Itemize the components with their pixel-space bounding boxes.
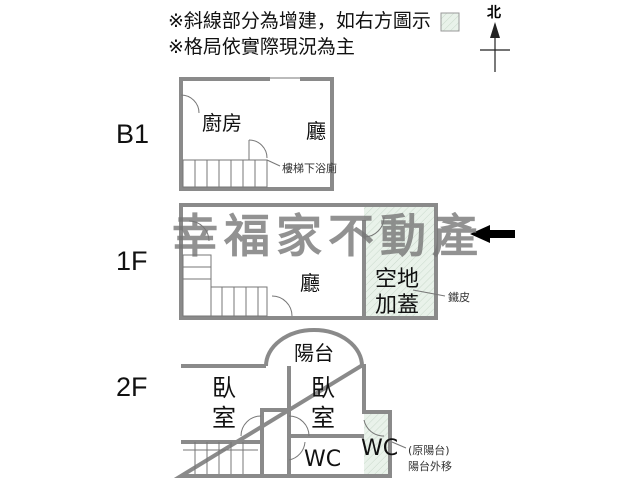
floor-label-1f: 1F (116, 246, 148, 276)
addition-area-1f (364, 205, 436, 318)
room-hall-b1: 廳 (306, 119, 326, 143)
room-wc-1: WC (304, 447, 341, 472)
addition-area-2f (364, 412, 392, 476)
plan-b1: 廚房 廳 樓梯下浴廁 (179, 77, 337, 191)
room-bedroom-1-line1: 臥 (212, 374, 236, 402)
watermark: 幸福家不動產 (172, 209, 484, 263)
room-balcony: 陽台 (294, 341, 334, 365)
note-addition: ※斜線部分為增建，如右方圖示 (168, 10, 431, 32)
note-iron-sheet: 鐵皮 (448, 290, 470, 304)
addition-legend-swatch (440, 12, 460, 32)
floor-label-b1: B1 (116, 119, 149, 149)
room-bedroom-2-line2: 室 (311, 404, 335, 432)
room-wc-2: WC (361, 436, 398, 461)
plan-2f: 陽台 臥 室 臥 室 WC WC (原陽台) 陽台外移 (173, 328, 452, 478)
note-balcony-moved: 陽台外移 (408, 459, 452, 473)
note-layout: ※格局依實際現況為主 (168, 36, 355, 58)
note-b1-bathroom: 樓梯下浴廁 (282, 161, 337, 175)
room-hall-1f: 廳 (300, 271, 320, 295)
room-kitchen-b1: 廚房 (202, 111, 242, 135)
north-label: 北 (487, 5, 501, 21)
north-arrow-icon: 北 (480, 5, 510, 72)
room-bedroom-2-line1: 臥 (311, 374, 335, 402)
room-addition-line1: 空地 (375, 267, 419, 292)
floor-label-2f: 2F (116, 372, 148, 402)
room-addition-line2: 加蓋 (375, 293, 419, 318)
room-bedroom-1-line2: 室 (212, 404, 236, 432)
note-original-balcony: (原陽台) (408, 443, 450, 457)
entrance-arrow-icon (470, 225, 515, 243)
plan-1f: 廳 空地 加蓋 鐵皮 (179, 203, 515, 320)
